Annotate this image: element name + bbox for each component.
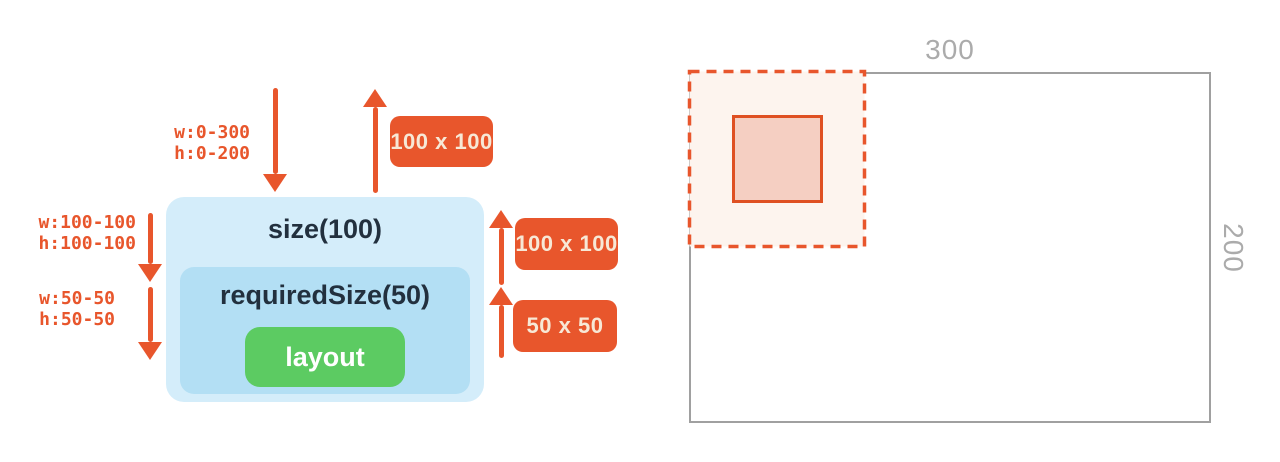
measured-size-badge: 100 x 100: [390, 116, 493, 167]
required-constraints-height: h:50-50: [39, 309, 115, 330]
arrow-shaft: [272, 88, 278, 174]
arrow-head: [489, 210, 513, 228]
required-result-up-arrow: [489, 287, 513, 358]
container-height-label: 200: [1218, 223, 1249, 273]
arrow-shaft: [498, 305, 504, 358]
arrow-head: [489, 287, 513, 305]
size-result-badge: 100 x 100: [515, 218, 618, 270]
required-constraints-label: w:50-50 h:50-50: [0, 288, 115, 330]
arrow-shaft: [147, 287, 153, 342]
required-constraints-down-arrow: [138, 287, 162, 360]
arrow-shaft: [147, 213, 153, 264]
size-constraints-down-arrow: [138, 213, 162, 282]
incoming-constraints-label: w:0-300 h:0-200: [90, 122, 250, 164]
arrow-head: [363, 89, 387, 107]
required-constraints-width: w:50-50: [39, 288, 115, 309]
arrow-head: [263, 174, 287, 192]
arrow-head: [138, 264, 162, 282]
content-box-50: [732, 115, 823, 203]
size-constraints-label: w:100-100 h:100-100: [0, 212, 136, 254]
size-modifier-label: size(100): [267, 214, 383, 244]
container-width-label: 300: [925, 34, 975, 65]
required-result-badge: 50 x 50: [513, 300, 617, 352]
incoming-constraints-width: w:0-300: [174, 122, 250, 143]
required-size-modifier-label: requiredSize(50): [219, 280, 431, 310]
incoming-constraints-down-arrow: [263, 88, 287, 192]
size-constraints-height: h:100-100: [38, 233, 136, 254]
size-constraints-width: w:100-100: [38, 212, 136, 233]
measured-size-up-arrow: [363, 89, 387, 193]
arrow-shaft: [498, 228, 504, 285]
arrow-head: [138, 342, 162, 360]
layout-node-chip: layout: [245, 327, 405, 387]
arrow-shaft: [372, 107, 378, 193]
incoming-constraints-height: h:0-200: [174, 143, 250, 164]
size-result-up-arrow: [489, 210, 513, 285]
